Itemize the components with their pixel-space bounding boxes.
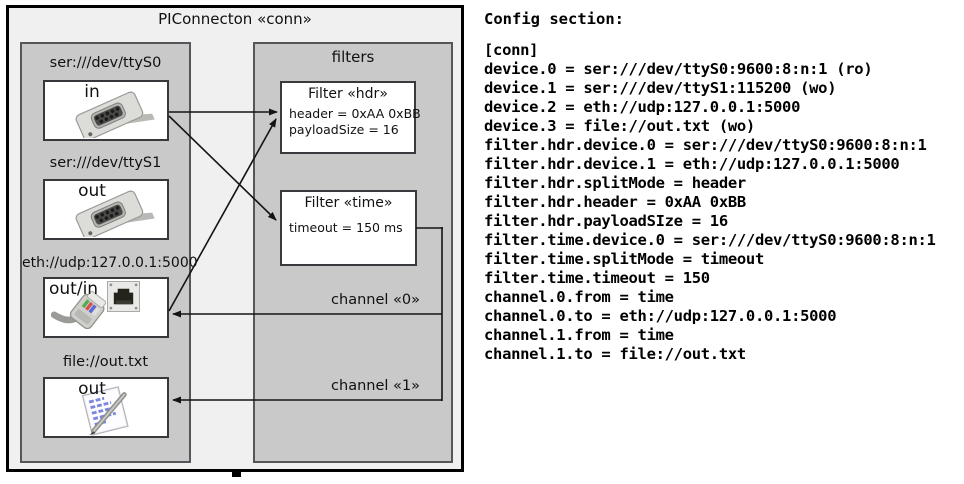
channel-1-label: channel «1» [331, 378, 420, 394]
config-line: filter.hdr.payloadSIze = 16 [484, 212, 728, 230]
filter-title: Filter «time» [304, 195, 393, 211]
config-line: filter.hdr.device.1 = eth://udp:127.0.0.… [484, 155, 900, 173]
config-line: filter.hdr.device.0 = ser:///dev/ttyS0:9… [484, 136, 927, 154]
filter-property: timeout = 150 ms [289, 220, 403, 235]
config-section: Config section: [conn] device.0 = ser://… [484, 0, 962, 484]
device-box-ttyS1: out [43, 179, 169, 240]
config-line: [conn] [484, 41, 539, 59]
config-line: device.0 = ser:///dev/ttyS0:9600:8:n:1 (… [484, 60, 873, 78]
config-line: filter.hdr.splitMode = header [484, 174, 746, 192]
config-line: device.3 = file://out.txt (wo) [484, 117, 755, 135]
config-line: filter.time.timeout = 150 [484, 269, 710, 287]
device-uri-label: ser:///dev/ttyS0 [49, 55, 162, 71]
config-line: device.2 = eth://udp:127.0.0.1:5000 [484, 98, 801, 116]
device-uri-label: file://out.txt [62, 354, 149, 370]
device-port-label: in [84, 82, 100, 102]
device-port-label: out [78, 379, 106, 399]
diagram-anchor-tick [232, 472, 241, 477]
filters-panel: filters Filter «hdr» header = 0xAA 0xBB … [253, 42, 453, 463]
config-line: filter.time.device.0 = ser:///dev/ttyS0:… [484, 231, 936, 249]
device-port-label: out/in [49, 279, 99, 299]
channel-0-label: channel «0» [331, 292, 420, 308]
diagram-title: PIConnecton «conn» [158, 10, 312, 28]
config-line: filter.time.splitMode = timeout [484, 250, 764, 268]
device-box-udp: out/in [43, 277, 169, 338]
device-box-file: out [43, 377, 169, 438]
filter-hdr-box: Filter «hdr» header = 0xAA 0xBB payloadS… [280, 81, 421, 154]
config-line: channel.0.from = time [484, 288, 674, 306]
filters-panel-title: filters [331, 48, 375, 66]
filter-title: Filter «hdr» [308, 86, 388, 102]
config-line: device.1 = ser:///dev/ttyS1:115200 (wo) [484, 79, 837, 97]
config-heading: Config section: [484, 10, 624, 28]
filter-time-box: Filter «time» timeout = 150 ms [280, 190, 417, 266]
config-line: filter.hdr.header = 0xAA 0xBB [484, 193, 746, 211]
device-uri-label: eth://udp:127.0.0.1:5000 [22, 255, 198, 271]
devices-panel: ser:///dev/ttyS0 in ser:///dev/ttyS1 out… [20, 42, 198, 463]
config-line: channel.0.to = eth://udp:127.0.0.1:5000 [484, 307, 837, 325]
config-lines: [conn] device.0 = ser:///dev/ttyS0:9600:… [484, 41, 936, 364]
filter-property: header = 0xAA 0xBB [289, 106, 421, 121]
filter-property: payloadSize = 16 [289, 122, 399, 137]
device-box-ttyS0: in [43, 80, 169, 141]
config-line: channel.1.from = time [484, 326, 674, 344]
device-uri-label: ser:///dev/ttyS1 [49, 155, 162, 171]
config-line: channel.1.to = file://out.txt [484, 345, 746, 363]
device-port-label: out [78, 181, 106, 201]
